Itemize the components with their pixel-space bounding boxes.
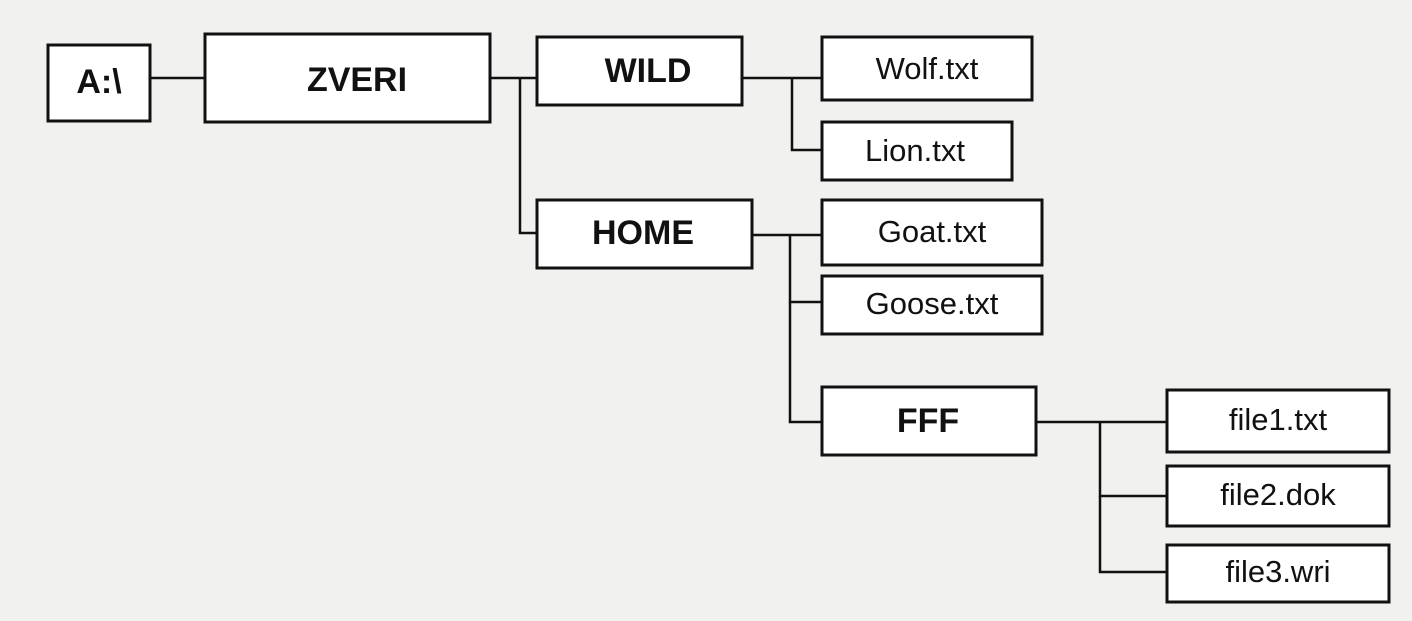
node-wild-box	[535, 35, 744, 107]
node-root: A:\	[46, 43, 152, 123]
connector-fff-file3	[1098, 496, 1167, 574]
node-goose-txt-label: Goose.txt	[866, 286, 999, 321]
connector-wild-lion	[790, 78, 822, 152]
node-file2-dok-box	[1165, 464, 1391, 528]
node-file1-txt: file1.txt	[1165, 388, 1391, 454]
node-file1-txt-label: file1.txt	[1229, 402, 1328, 437]
connector-fff-file2	[1098, 422, 1167, 498]
node-wolf-txt: Wolf.txt	[820, 35, 1034, 102]
node-home-box	[535, 198, 754, 270]
node-lion-txt: Lion.txt	[820, 120, 1014, 182]
node-file2-dok-label: file2.dok	[1220, 477, 1336, 512]
node-zveri-label: ZVERI	[307, 61, 407, 99]
node-wild-label: WILD	[605, 52, 692, 90]
node-fff-box	[820, 385, 1038, 457]
node-file1-txt-box	[1165, 388, 1391, 454]
node-fff: FFF	[820, 385, 1038, 457]
node-file3-wri-box	[1165, 543, 1391, 604]
node-file3-wri: file3.wri	[1165, 543, 1391, 604]
node-goat-txt: Goat.txt	[820, 198, 1044, 267]
node-goat-txt-box	[820, 198, 1044, 267]
node-root-box	[46, 43, 152, 123]
node-wolf-txt-label: Wolf.txt	[876, 51, 979, 86]
node-file2-dok: file2.dok	[1165, 464, 1391, 528]
node-zveri-box	[203, 32, 492, 124]
node-home-label: HOME	[592, 214, 694, 252]
node-goose-txt-box	[820, 274, 1044, 336]
connector-home-goose	[788, 235, 822, 304]
node-zveri: ZVERI	[203, 32, 492, 124]
connector-home-fff	[788, 302, 822, 424]
node-root-label: A:\	[76, 63, 122, 101]
node-lion-txt-box	[820, 120, 1014, 182]
node-home: HOME	[535, 198, 754, 270]
connector-zveri-home	[518, 78, 537, 235]
node-fff-label: FFF	[897, 402, 959, 440]
tree-connectors	[150, 76, 1167, 574]
node-goose-txt: Goose.txt	[820, 274, 1044, 336]
node-wolf-txt-box	[820, 35, 1034, 102]
node-wild: WILD	[535, 35, 744, 107]
node-file3-wri-label: file3.wri	[1225, 554, 1330, 589]
node-goat-txt-label: Goat.txt	[878, 214, 987, 249]
node-lion-txt-label: Lion.txt	[865, 133, 965, 168]
